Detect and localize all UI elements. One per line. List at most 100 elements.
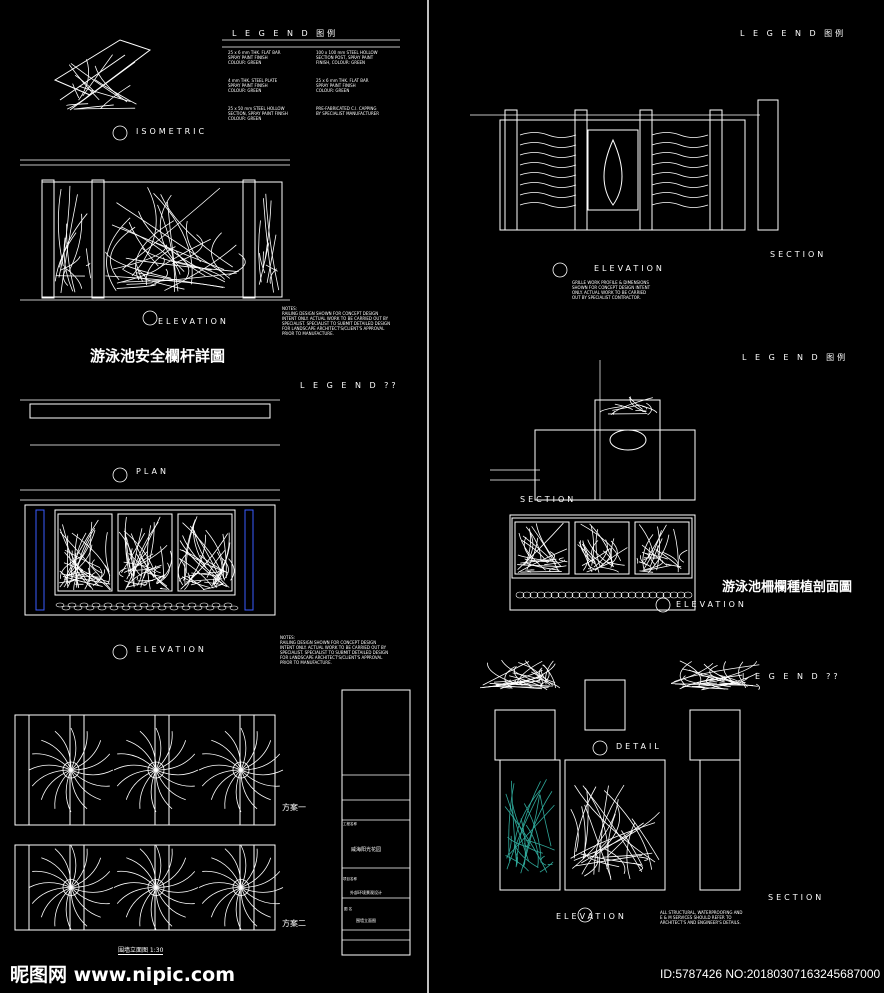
foliage-pattern (85, 262, 91, 267)
railing-notes: NOTES: RAILING DESIGN SHOWN FOR CONCEPT … (282, 306, 391, 336)
foliage-pattern (581, 841, 607, 875)
sunburst-pattern (240, 769, 284, 776)
sunburst-pattern (211, 739, 242, 771)
right-legend-title: L E G E N D 图例 (740, 29, 847, 38)
foliage-pattern (96, 569, 106, 582)
sunburst-pattern (155, 769, 186, 801)
foliage-pattern (228, 558, 235, 581)
fence-panel (574, 521, 630, 575)
gravel (73, 605, 83, 611)
wave-bar (651, 182, 709, 188)
sunburst-pattern (31, 887, 72, 904)
sunburst-pattern (155, 887, 173, 927)
shrub (592, 591, 602, 599)
foliage-pattern (505, 855, 529, 872)
foliage-pattern (570, 809, 579, 852)
foliage-pattern (599, 566, 619, 573)
shrub (599, 591, 609, 599)
foliage-pattern (657, 545, 662, 562)
gravel (115, 602, 125, 608)
foliage-pattern (636, 404, 648, 410)
foliage-pattern (614, 403, 633, 411)
foliage-pattern (193, 523, 207, 569)
foliage-pattern (588, 567, 590, 570)
foliage-pattern (585, 853, 620, 868)
foliage-pattern (116, 257, 165, 284)
foliage-pattern (124, 580, 147, 586)
foliage-pattern (86, 248, 92, 279)
sunburst-pattern (70, 887, 114, 893)
foliage-pattern (78, 59, 90, 101)
foliage-pattern (66, 575, 86, 584)
foliage-pattern (644, 560, 664, 571)
shrub (557, 591, 567, 599)
foliage-pattern (688, 669, 725, 683)
foliage-pattern (62, 270, 69, 286)
foliage-pattern (586, 560, 613, 573)
foliage-pattern (505, 793, 530, 862)
foliage-pattern (636, 557, 639, 564)
fence-panel (634, 521, 690, 575)
foliage-pattern (159, 587, 168, 590)
elevation-notes: NOTES: RAILING DESIGN SHOWN FOR CONCEPT … (280, 635, 389, 665)
gravel (79, 602, 89, 608)
foliage-pattern (121, 226, 181, 275)
foliage-pattern (643, 524, 667, 565)
foliage-pattern (214, 570, 225, 583)
detail-label: DETAIL (616, 742, 662, 751)
foliage-pattern (540, 855, 547, 866)
sunburst-pattern (155, 871, 196, 888)
wave-bar (519, 182, 577, 188)
sunburst-pattern (240, 769, 271, 801)
foliage-pattern (602, 852, 653, 858)
callout-circle (142, 310, 158, 326)
foliage-pattern (521, 540, 548, 564)
foliage-pattern (185, 578, 223, 583)
legend-title: L E G E N D 图例 (232, 29, 339, 38)
foliage-pattern (100, 85, 131, 109)
sunburst-pattern (65, 887, 72, 930)
foliage-pattern (71, 544, 93, 575)
foliage-pattern (105, 532, 110, 573)
foliage-pattern (595, 529, 601, 568)
gravel (181, 605, 191, 611)
watermark-id: ID:5787426 NO:20180307163245687000 (660, 967, 881, 981)
foliage-pattern (631, 818, 660, 861)
shrub (606, 591, 616, 599)
planting-section-label: SECTION (520, 495, 577, 504)
post (639, 109, 653, 231)
foliage-pattern (265, 264, 278, 272)
wave-bar (519, 162, 577, 168)
foliage-pattern (153, 193, 193, 285)
foliage-pattern (135, 220, 175, 281)
gravel (133, 605, 143, 611)
sunburst-pattern (155, 887, 195, 905)
foliage-pattern (264, 200, 272, 263)
foliage-pattern (641, 405, 658, 414)
foliage-pattern (673, 664, 760, 683)
foliage-pattern (646, 402, 652, 416)
sunburst-pattern (240, 727, 247, 771)
sunburst-pattern (155, 845, 162, 888)
foliage-pattern (67, 539, 91, 589)
foliage-pattern (582, 791, 589, 859)
foliage-pattern (143, 522, 155, 579)
gravel (211, 602, 221, 608)
watermark-site: 昵图网 www.nipic.com (10, 964, 236, 986)
sunburst-pattern (211, 857, 242, 888)
foliage-pattern (504, 666, 515, 689)
foliage-pattern (522, 535, 557, 565)
wave-bar (651, 202, 709, 208)
foliage-pattern (60, 256, 81, 271)
foliage-pattern (512, 672, 561, 689)
sunburst-pattern (139, 887, 157, 927)
callout-circle (112, 467, 128, 483)
fence-panel (177, 513, 233, 592)
foliage-pattern (184, 519, 196, 586)
wave-bar (519, 202, 577, 208)
foliage-pattern (57, 188, 64, 267)
foliage-pattern (133, 521, 159, 569)
legend-item: 4 mm THK. STEEL PLATE SPRAY PAINT FINISH… (228, 78, 278, 93)
foliage-pattern (511, 780, 518, 866)
isometric-railing (53, 39, 152, 111)
